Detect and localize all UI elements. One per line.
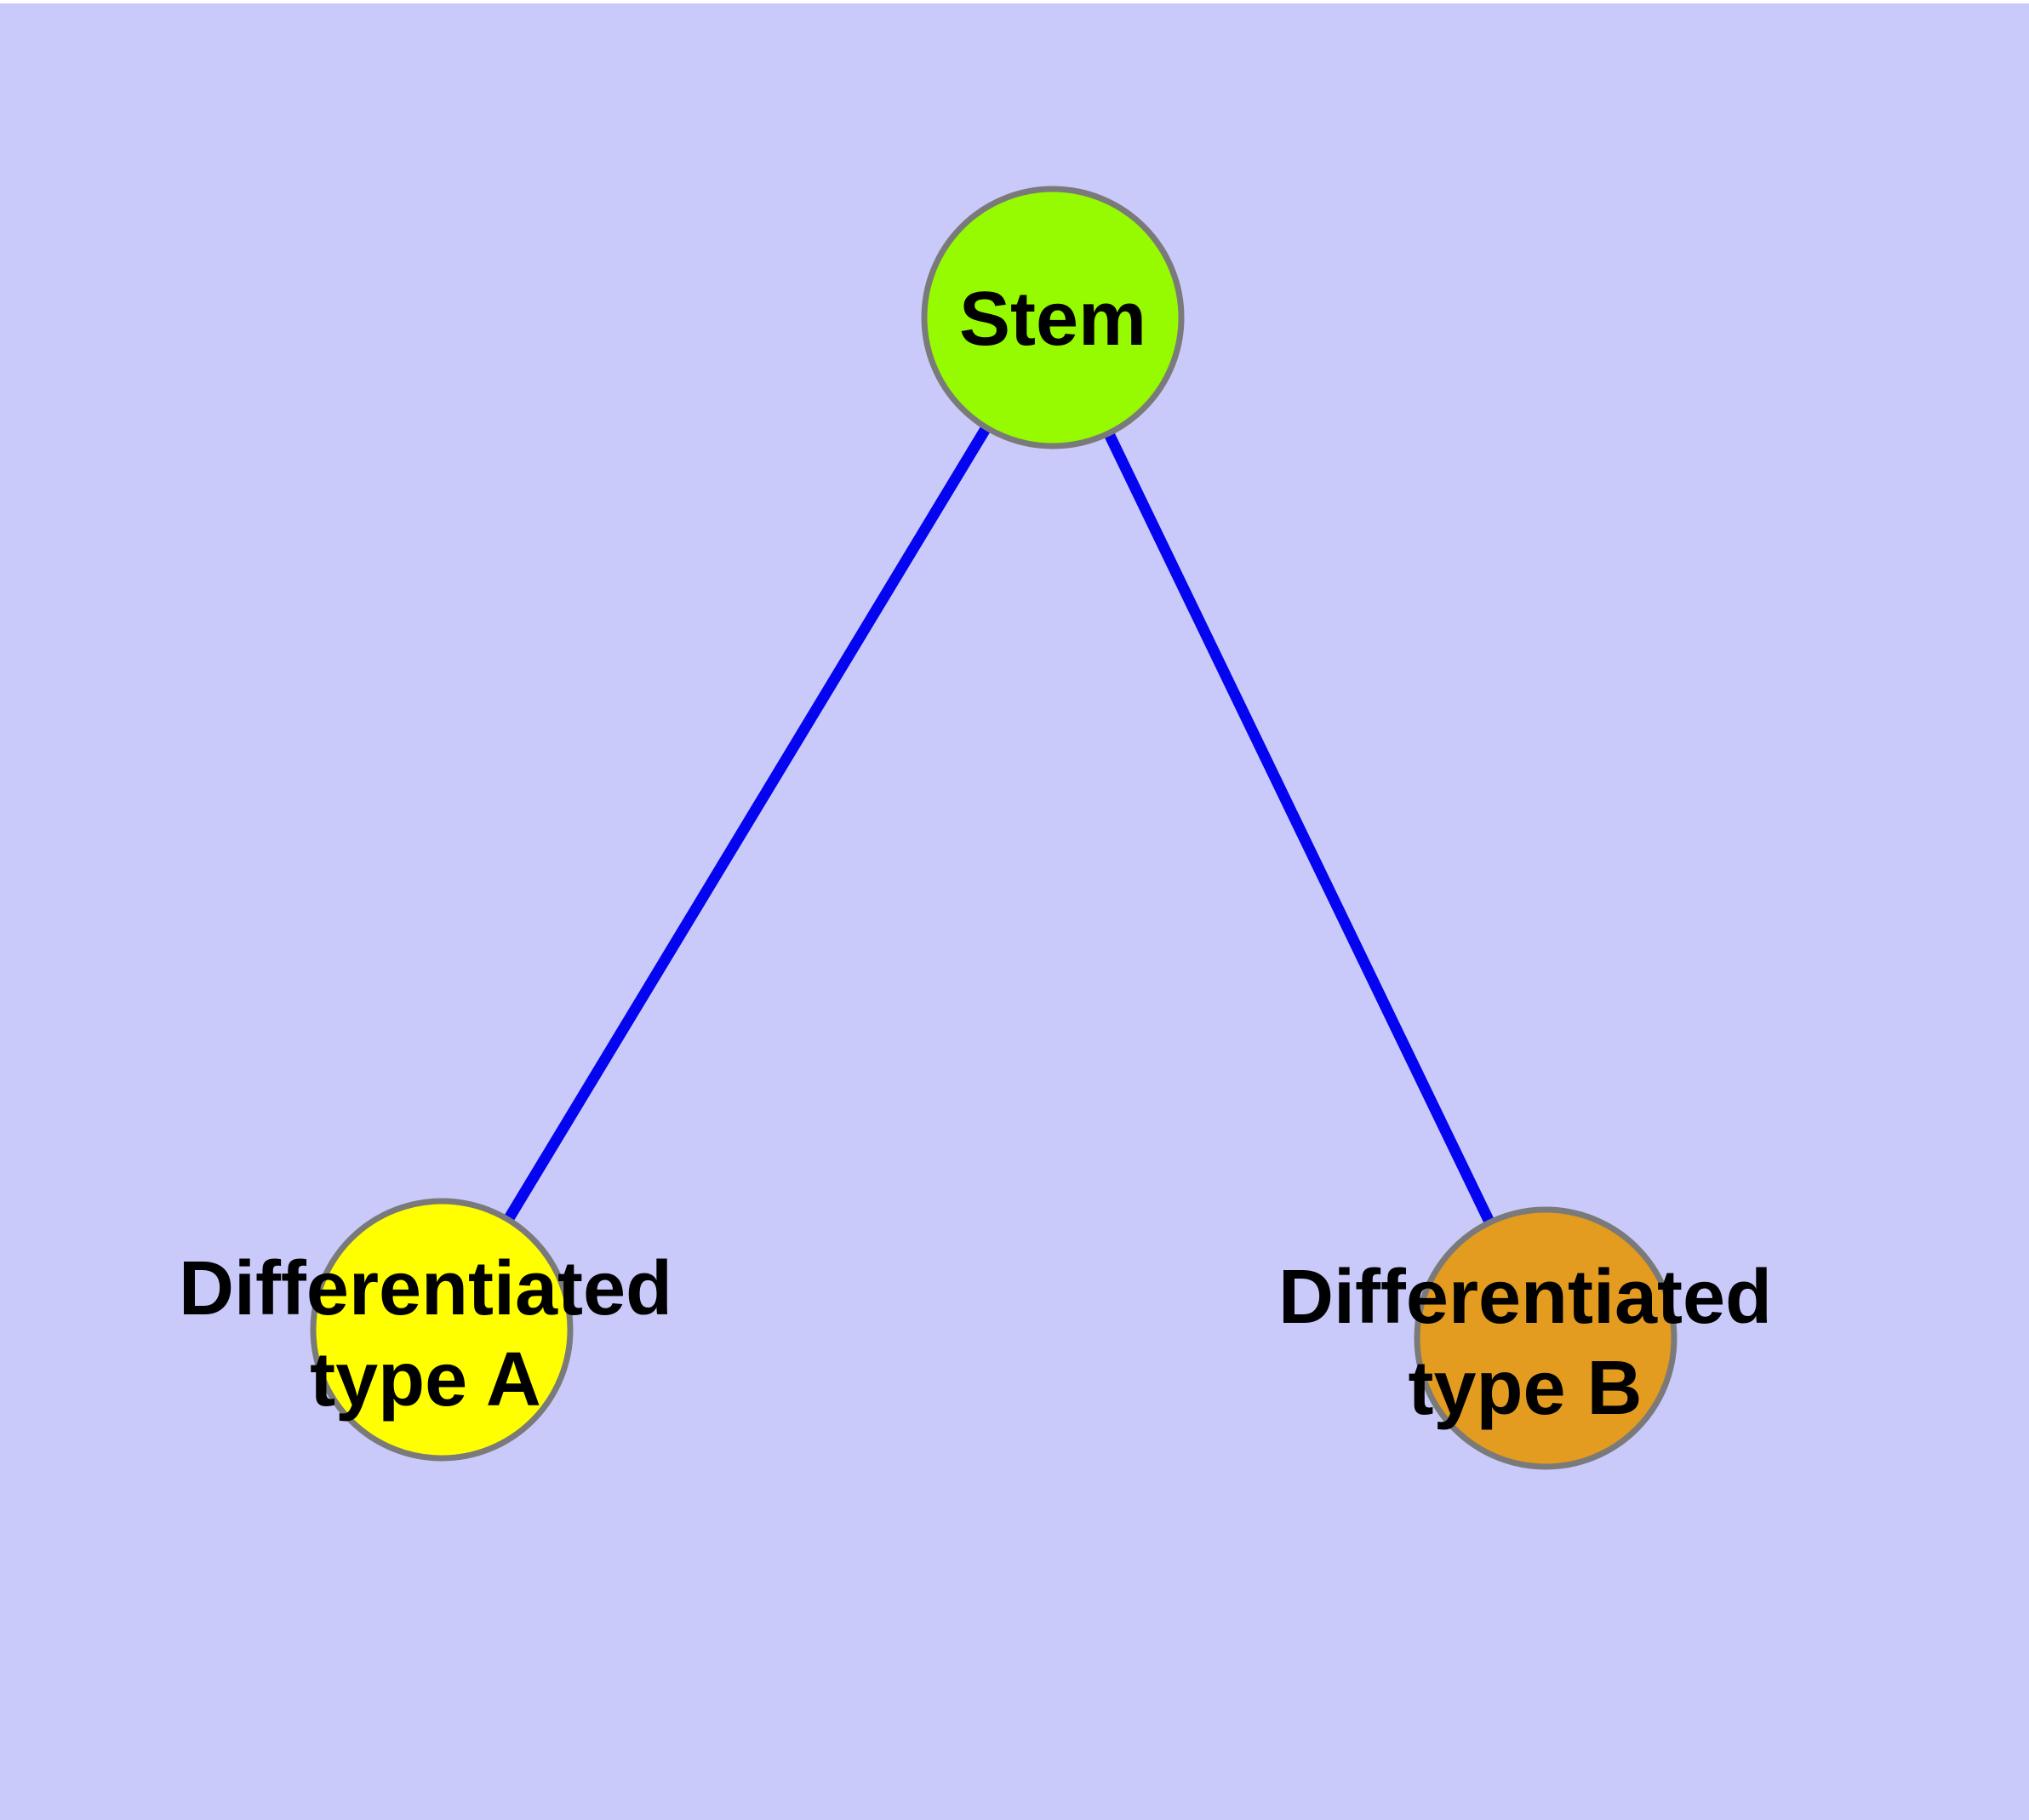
edge-stem-to-type-a — [437, 314, 1058, 1333]
node-stem-label: Stem — [959, 277, 1146, 362]
node-type-a-label-line2: type A — [310, 1337, 541, 1422]
node-differentiated-type-a — [310, 1198, 574, 1462]
node-stem — [921, 186, 1185, 449]
node-type-b-label-line1: Differentiated — [1278, 1255, 1772, 1340]
node-type-a-label-line1: Differentiated — [179, 1246, 672, 1331]
node-differentiated-type-b — [1414, 1206, 1677, 1470]
node-type-b-label-line2: type B — [1408, 1346, 1642, 1431]
edge-stem-to-type-b — [1048, 315, 1551, 1341]
